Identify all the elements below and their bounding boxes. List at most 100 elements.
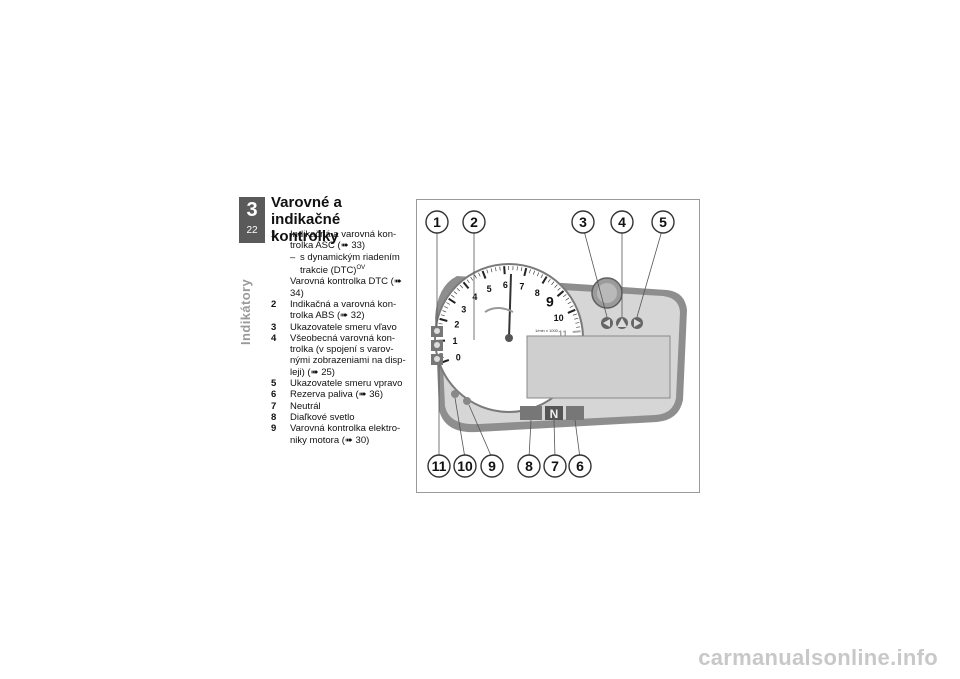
brand-logo-swoosh bbox=[484, 307, 514, 313]
svg-text:4: 4 bbox=[618, 214, 626, 230]
callout-1: 1 bbox=[425, 210, 449, 234]
svg-text:3: 3 bbox=[579, 214, 587, 230]
legend-text: Rezerva paliva (36) bbox=[290, 389, 411, 400]
callout-line-5 bbox=[636, 226, 664, 318]
svg-text:11: 11 bbox=[432, 458, 447, 474]
tachometer-minor-tick bbox=[438, 322, 443, 325]
tachometer-minor-tick bbox=[562, 294, 567, 298]
callout-4: 4 bbox=[610, 210, 634, 234]
page-reference[interactable]: 36 bbox=[359, 389, 380, 400]
callout-9: 9 bbox=[480, 454, 504, 478]
callout-11: 11 bbox=[427, 454, 451, 478]
page-reference[interactable]: 33 bbox=[341, 240, 362, 251]
tachometer-tick bbox=[462, 281, 470, 290]
legend-item: 6 Rezerva paliva (36) bbox=[271, 389, 411, 400]
tachometer-tick bbox=[503, 266, 506, 275]
tachometer-minor-tick bbox=[453, 291, 458, 295]
tachometer-minor-tick bbox=[551, 281, 555, 286]
legend-text: Indikačná a varovná kon-trolka ABS (32) bbox=[290, 299, 411, 322]
tachometer-minor-tick bbox=[575, 322, 580, 324]
tachometer-label: 6 bbox=[503, 280, 508, 290]
legend-item: 2 Indikačná a varovná kon-trolka ABS (32) bbox=[271, 299, 411, 322]
svg-text:2: 2 bbox=[470, 214, 478, 230]
tachometer-minor-tick bbox=[495, 267, 497, 272]
tachometer-label: 3 bbox=[461, 305, 466, 315]
legend-text: Všeobecná varovná kon-trolka (v spojení … bbox=[290, 333, 411, 378]
page-reference[interactable]: 34 bbox=[290, 276, 402, 298]
legend-number: 7 bbox=[271, 400, 277, 412]
tachometer-tick bbox=[556, 290, 565, 297]
svg-text:8: 8 bbox=[525, 458, 533, 474]
tachometer-minor-tick bbox=[499, 266, 501, 271]
tachometer-tick bbox=[448, 297, 456, 304]
legend-number: 6 bbox=[271, 389, 277, 401]
tachometer-tick bbox=[481, 270, 487, 279]
tachometer-label: 11 bbox=[558, 329, 568, 339]
tachometer-minor-tick bbox=[450, 294, 455, 298]
legend-subitem: –s dynamickým riadením trakcie (DTC)OV bbox=[271, 252, 411, 277]
tachometer-minor-tick bbox=[444, 306, 449, 309]
tachometer-minor-tick bbox=[446, 302, 451, 305]
page-reference[interactable]: 25 bbox=[311, 367, 332, 378]
legend-text: Varovná kontrolka DTC (34) bbox=[290, 276, 402, 298]
tachometer-tick bbox=[541, 276, 548, 284]
section-title: Varovné a indikačné kontrolky bbox=[271, 194, 342, 245]
tachometer-minor-tick bbox=[540, 274, 544, 279]
tachometer-minor-tick bbox=[466, 279, 470, 283]
tachometer-tick bbox=[567, 308, 576, 314]
rpm-unit-label: 1/min x 1000 bbox=[535, 328, 559, 333]
legend-number: 8 bbox=[271, 411, 277, 423]
callout-line-9 bbox=[468, 404, 493, 459]
tachometer-minor-tick bbox=[490, 268, 493, 273]
high-beam-icon bbox=[520, 406, 542, 420]
tachometer-label: 8 bbox=[535, 288, 540, 298]
callout-line-10 bbox=[454, 397, 466, 459]
page-reference[interactable]: 30 bbox=[345, 435, 366, 446]
neutral-symbol: N bbox=[550, 407, 559, 421]
callout-2: 2 bbox=[462, 210, 486, 234]
page-reference[interactable]: 32 bbox=[340, 310, 361, 321]
legend-text: Indikačná a varovná kon-trolka ASC (33) bbox=[290, 229, 411, 252]
tachometer-minor-tick bbox=[442, 310, 447, 313]
legend-text: Diaľkové svetlo bbox=[290, 411, 355, 423]
callout-5: 5 bbox=[651, 210, 675, 234]
tachometer-minor-tick bbox=[478, 272, 481, 277]
tachometer-minor-tick bbox=[567, 301, 572, 305]
tachometer-minor-tick bbox=[547, 278, 551, 283]
tachometer-minor-tick bbox=[576, 326, 581, 328]
tachometer-minor-tick bbox=[569, 305, 574, 308]
legend-item: 8 Diaľkové svetlo bbox=[271, 412, 411, 423]
tachometer-minor-tick bbox=[486, 269, 489, 274]
tachometer-label: 9 bbox=[546, 294, 554, 310]
legend-item: 7 Neutrál bbox=[271, 401, 411, 412]
callout-line-8 bbox=[528, 419, 532, 459]
legend-item: 4 Všeobecná varovná kon-trolka (v spojení… bbox=[271, 333, 411, 378]
callout-line-7 bbox=[553, 419, 556, 459]
chapter-number: 3 bbox=[246, 199, 258, 221]
callout-line-6 bbox=[574, 419, 581, 459]
legend-number: 4 bbox=[271, 332, 277, 344]
svg-text:5: 5 bbox=[659, 214, 667, 230]
legend-text: Ukazovatele smeru vpravo bbox=[290, 378, 403, 390]
legend-text: s dynamickým riadením trakcie (DTC)OV bbox=[300, 251, 400, 277]
page-number: 22 bbox=[246, 225, 258, 236]
tachometer-minor-tick bbox=[456, 288, 461, 292]
callout-10: 10 bbox=[453, 454, 477, 478]
fuel-reserve-icon bbox=[566, 406, 584, 420]
tachometer-label: 2 bbox=[454, 320, 459, 330]
tachometer-minor-tick bbox=[470, 276, 474, 281]
engine-warning-icon bbox=[451, 390, 459, 398]
tachometer-minor-tick bbox=[574, 317, 579, 320]
legend-text: Neutrál bbox=[290, 400, 321, 412]
legend-text: Varovná kontrolka elektro-niky motora (3… bbox=[290, 423, 411, 446]
tachometer-needle bbox=[508, 273, 512, 339]
legend-number: 2 bbox=[271, 298, 277, 310]
callout-3: 3 bbox=[571, 210, 595, 234]
tachometer-label: 4 bbox=[472, 292, 477, 302]
svg-text:10: 10 bbox=[457, 458, 473, 474]
svg-text:9: 9 bbox=[488, 458, 496, 474]
